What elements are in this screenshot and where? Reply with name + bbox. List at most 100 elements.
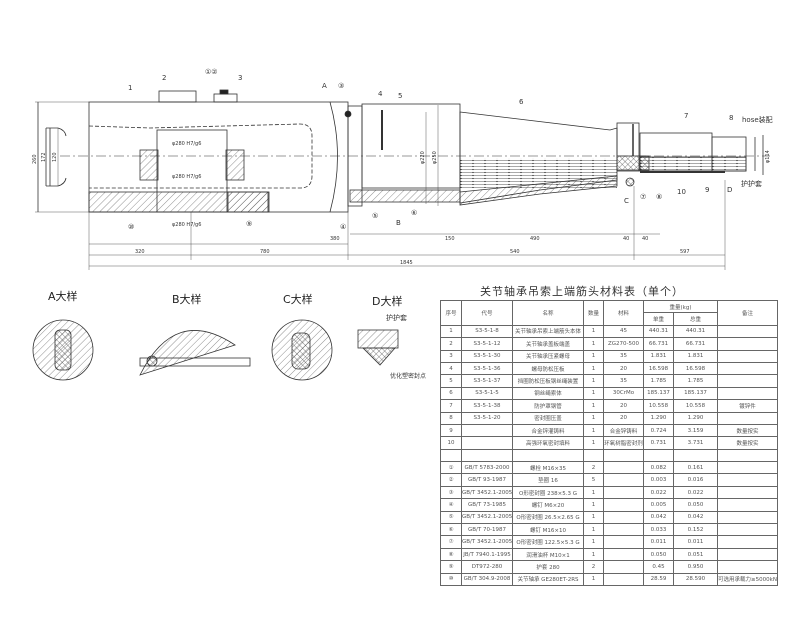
header-material: 材料 [603, 300, 644, 326]
cell-total-weight: 0.050 [673, 498, 718, 512]
label-9: 9 [705, 186, 709, 194]
label-c10: ⑩ [128, 223, 134, 231]
cell-material [603, 448, 644, 463]
cell-material [603, 572, 644, 587]
label-7: 7 [684, 112, 688, 120]
cell-material [603, 473, 644, 487]
dim-v3: φ114 [765, 150, 771, 163]
cell-material: 45 [603, 324, 644, 339]
cell-remark: 数量按实 [717, 436, 778, 450]
cell-no: 9 [440, 423, 462, 438]
cell-code: DT972-280 [461, 560, 513, 574]
dim-seg6: 40 [642, 236, 648, 242]
cell-material [603, 523, 644, 537]
cell-total-weight: 0.161 [673, 461, 718, 475]
label-c7: ⑦ [640, 193, 646, 201]
cell-remark [717, 374, 778, 388]
cell-remark: 可选用承载力≥5000kN [717, 572, 778, 587]
cell-unit-weight: 0.042 [643, 510, 674, 525]
label-c5: ⑤ [372, 212, 378, 220]
cell-material: 20 [603, 361, 644, 376]
cell-material [603, 461, 644, 475]
dim-v2: φ250 [432, 151, 438, 164]
cell-qty: 1 [583, 411, 604, 425]
cell-total-weight: 1.785 [673, 374, 718, 388]
cell-code: GB/T 3452.1-2005 [461, 485, 513, 500]
cell-unit-weight: 1.785 [643, 374, 674, 388]
cell-unit-weight: 0.005 [643, 498, 674, 512]
cell-qty: 1 [583, 349, 604, 363]
cell-no [440, 448, 462, 463]
dim-seg1: 540 [510, 249, 520, 255]
cell-no: ⑦ [440, 535, 462, 549]
cell-name: 关节轴承压紧螺母 [512, 349, 584, 363]
detail-views [32, 319, 399, 381]
cell-material: 环氧树脂密封剂 [603, 436, 644, 450]
cell-material: 20 [603, 411, 644, 425]
cell-remark [717, 523, 778, 537]
cell-code: JB/T 7940.1-1995 [461, 547, 513, 562]
cell-name: O形密封圈 238×5.3 G [512, 485, 584, 500]
cell-material: ZG270-500 [603, 337, 644, 351]
cell-qty: 1 [583, 572, 604, 587]
header-no: 序号 [440, 300, 462, 326]
cell-code [461, 423, 513, 438]
detail-d-note-top: 护护套 [386, 313, 407, 322]
cell-material [603, 485, 644, 500]
cell-unit-weight: 0.011 [643, 535, 674, 549]
cell-no: ④ [440, 498, 462, 512]
header-qty: 数量 [583, 300, 604, 326]
label-6: 6 [519, 98, 524, 106]
label-sheath: 护护套 [741, 179, 762, 188]
cell-remark [717, 485, 778, 500]
header-unit-weight: 单重 [643, 312, 674, 326]
label-c4: ④ [340, 223, 346, 231]
cell-total-weight: 1.831 [673, 349, 718, 363]
cell-no: 7 [440, 399, 462, 413]
cell-name: 螺母防松压板 [512, 361, 584, 376]
detail-d-title: D大样 [372, 294, 402, 308]
cell-total-weight: 0.016 [673, 473, 718, 487]
cell-code: GB/T 5783-2000 [461, 461, 513, 475]
cell-material [603, 535, 644, 549]
cell-remark [717, 386, 778, 401]
cell-name: 高强环氧密封填料 [512, 436, 584, 450]
dim-h1: 260 [32, 154, 38, 164]
cell-remark [717, 411, 778, 425]
cell-no: ③ [440, 485, 462, 500]
cell-code [461, 436, 513, 450]
cell-remark: 镀锌件 [717, 399, 778, 413]
cell-code: S3-5-1-5 [461, 386, 513, 401]
dim-h3: 120 [52, 152, 58, 162]
cell-unit-weight: 66.731 [643, 337, 674, 351]
marker-a: A [322, 82, 327, 90]
header-remark: 备注 [717, 300, 778, 326]
cell-qty: 2 [583, 560, 604, 574]
cell-code [461, 448, 513, 463]
dim-seg4: 490 [530, 236, 540, 242]
cell-qty: 1 [583, 498, 604, 512]
cell-code: GB/T 70-1987 [461, 523, 513, 537]
cell-no: ⑩ [440, 572, 462, 587]
cell-remark [717, 324, 778, 339]
cell-code: GB/T 3452.1-2005 [461, 510, 513, 525]
cell-code: S3-5-1-30 [461, 349, 513, 363]
cell-qty: 1 [583, 535, 604, 549]
cell-code: S3-5-1-12 [461, 337, 513, 351]
header-weight: 重量(kg) [643, 299, 718, 314]
cell-remark [717, 498, 778, 512]
cell-qty: 1 [583, 436, 604, 450]
cell-no: ⑧ [440, 547, 462, 562]
cell-code: GB/T 73-1985 [461, 498, 513, 512]
detail-titles: A大样 B大样 C大样 D大样 护护套 优化塑密封点 [48, 289, 426, 380]
label-balloon-12: ①② [205, 68, 218, 76]
cell-unit-weight: 0.033 [643, 523, 674, 537]
cell-unit-weight [643, 448, 674, 463]
